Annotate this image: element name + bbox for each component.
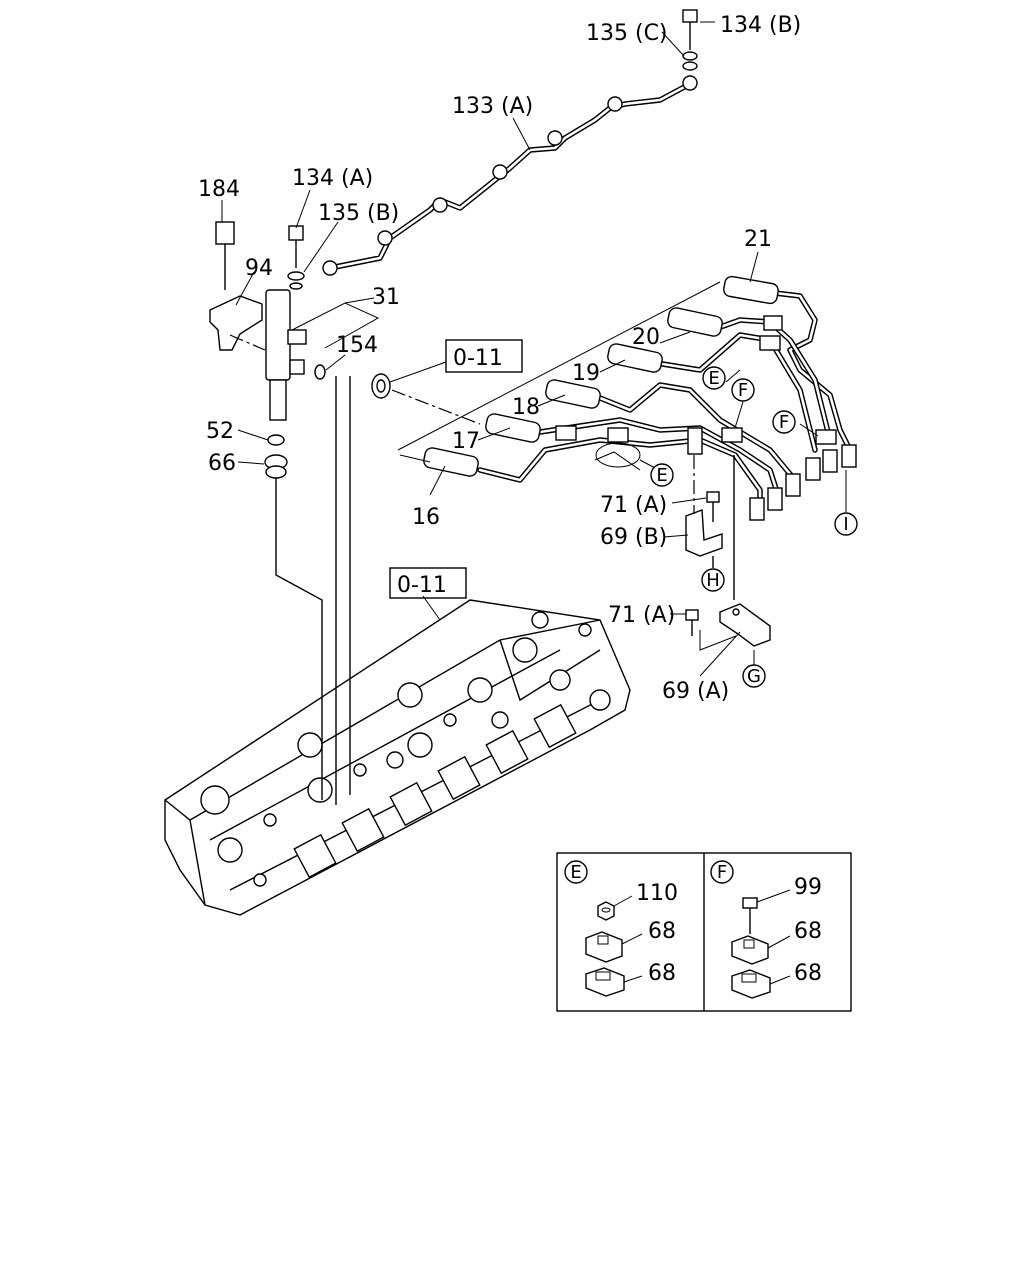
callout-134a: 134 (A) bbox=[292, 166, 373, 191]
ref-upper: 0-11 bbox=[453, 346, 503, 371]
svg-text:I: I bbox=[843, 514, 848, 535]
o-ring-154 bbox=[314, 364, 326, 380]
seal-66 bbox=[264, 454, 288, 479]
head-ports bbox=[293, 703, 577, 879]
bracket-69a bbox=[685, 455, 771, 651]
callout-135c: 135 (C) bbox=[586, 21, 668, 46]
callout-21: 21 bbox=[744, 227, 772, 252]
head-holes bbox=[200, 611, 611, 887]
cylinder-head bbox=[164, 599, 631, 916]
callout-31: 31 bbox=[372, 285, 400, 310]
ref-lower: 0-11 bbox=[397, 573, 447, 598]
svg-text:E: E bbox=[656, 465, 667, 486]
callout-66: 66 bbox=[208, 451, 236, 476]
washer-52 bbox=[267, 434, 285, 446]
svg-text:E: E bbox=[570, 862, 581, 883]
callout-94: 94 bbox=[245, 256, 273, 281]
callout-135b: 135 (B) bbox=[318, 201, 399, 226]
svg-text:F: F bbox=[779, 412, 789, 433]
assembly-lines bbox=[229, 302, 481, 805]
svg-text:H: H bbox=[706, 570, 720, 591]
callout-71a-upper: 71 (A) bbox=[600, 493, 667, 518]
marker-i: I bbox=[834, 512, 858, 536]
detail-f-68-upper: 68 bbox=[794, 919, 822, 944]
callout-154: 154 bbox=[336, 333, 378, 358]
sleeve bbox=[371, 373, 391, 399]
detail-f-99: 99 bbox=[794, 875, 822, 900]
bolt-134a bbox=[287, 225, 305, 290]
callout-18: 18 bbox=[512, 395, 540, 420]
marker-e2: E bbox=[650, 463, 674, 487]
detail-e-110: 110 bbox=[636, 881, 678, 906]
detail-panel-e: E 110 68 68 bbox=[564, 860, 678, 997]
detail-f-68-lower: 68 bbox=[794, 961, 822, 986]
svg-text:G: G bbox=[747, 666, 761, 687]
callout-71a-lower: 71 (A) bbox=[608, 603, 675, 628]
svg-text:F: F bbox=[738, 380, 748, 401]
callout-52: 52 bbox=[206, 419, 234, 444]
callout-69b: 69 (B) bbox=[600, 525, 667, 550]
callout-133a: 133 (A) bbox=[452, 94, 533, 119]
injector-31 bbox=[265, 289, 307, 421]
marker-f1: F bbox=[731, 378, 755, 402]
ref-box-lower: 0-11 bbox=[389, 567, 467, 599]
clamp-94 bbox=[209, 295, 263, 351]
callout-19: 19 bbox=[572, 361, 600, 386]
bolt-184 bbox=[215, 221, 235, 290]
leak-off-pipe bbox=[322, 75, 698, 276]
svg-text:E: E bbox=[708, 368, 719, 389]
callout-17: 17 bbox=[452, 429, 480, 454]
bolt-134b bbox=[682, 9, 698, 71]
ref-box-upper: 0-11 bbox=[389, 339, 523, 383]
detail-panel-f: F 99 68 68 bbox=[710, 860, 822, 999]
marker-f2: F bbox=[772, 410, 796, 434]
callout-69a: 69 (A) bbox=[662, 679, 729, 704]
detail-e-68-lower: 68 bbox=[648, 961, 676, 986]
pipe-envelope bbox=[397, 281, 721, 471]
callout-134b: 134 (B) bbox=[720, 13, 801, 38]
detail-e-68-upper: 68 bbox=[648, 919, 676, 944]
detail-box: E 110 68 68 F 99 bbox=[556, 852, 852, 1012]
svg-text:F: F bbox=[717, 862, 727, 883]
injection-pipes bbox=[423, 275, 857, 521]
marker-h: H bbox=[701, 568, 725, 592]
callout-20: 20 bbox=[632, 325, 660, 350]
marker-g: G bbox=[742, 664, 766, 688]
marker-e1: E bbox=[702, 366, 726, 390]
callout-labels: 184 94 134 (A) 135 (B) 31 154 52 66 133 … bbox=[198, 13, 801, 704]
callout-16: 16 bbox=[412, 505, 440, 530]
callout-184: 184 bbox=[198, 177, 240, 202]
bracket-69b bbox=[685, 455, 723, 568]
leaders bbox=[221, 21, 847, 677]
